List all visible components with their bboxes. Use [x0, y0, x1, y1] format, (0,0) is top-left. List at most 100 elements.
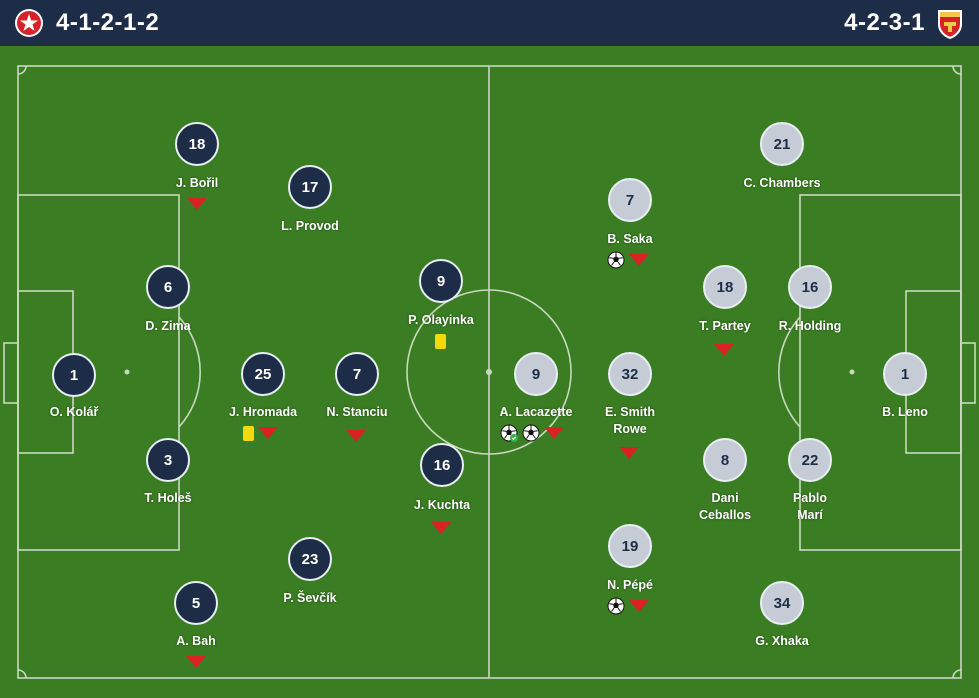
player-name: J. Bořil — [175, 176, 219, 190]
away-player[interactable]: 9 — [476, 352, 596, 396]
player-number: 5 — [174, 581, 218, 625]
player-name: J. Hromada — [228, 405, 298, 419]
arsenal-crest-icon — [935, 8, 965, 39]
player-events — [500, 423, 564, 443]
away-player[interactable]: 34 — [722, 581, 842, 625]
player-name: Dani Ceballos — [655, 490, 795, 524]
home-player[interactable]: 7 — [297, 352, 417, 396]
home-player[interactable]: 23 — [250, 537, 370, 581]
player-number: 34 — [760, 581, 804, 625]
player-events — [346, 426, 366, 446]
away-player[interactable]: 32 — [570, 352, 690, 396]
player-name: P. Olayinka — [408, 313, 474, 327]
player-number: 16 — [788, 265, 832, 309]
player-number: 9 — [514, 352, 558, 396]
home-player[interactable]: 1 — [14, 353, 134, 397]
player-number: 22 — [788, 438, 832, 482]
home-player[interactable]: 6 — [108, 265, 228, 309]
player-name-line: Rowe — [613, 422, 647, 436]
player-number: 18 — [703, 265, 747, 309]
player-name: A. Bah — [176, 634, 216, 648]
substitution-arrow-icon — [714, 344, 734, 356]
player-number: 18 — [175, 122, 219, 166]
player-events — [607, 250, 649, 270]
player-events — [431, 518, 451, 538]
player-name: G. Xhaka — [755, 634, 809, 648]
away-player[interactable]: 1 — [845, 352, 965, 396]
player-events — [607, 596, 649, 616]
player-number: 19 — [608, 524, 652, 568]
player-number: 9 — [419, 259, 463, 303]
player-name: T. Holeš — [144, 491, 192, 505]
player-events — [435, 331, 446, 351]
home-player[interactable]: 5 — [136, 581, 256, 625]
player-name: R. Holding — [778, 319, 842, 333]
player-number: 7 — [335, 352, 379, 396]
home-player[interactable]: 9 — [381, 259, 501, 303]
player-number: 3 — [146, 438, 190, 482]
substitution-arrow-icon — [346, 430, 366, 442]
player-number: 25 — [241, 352, 285, 396]
away-player[interactable]: 21 — [722, 122, 842, 166]
away-player[interactable]: 19 — [570, 524, 690, 568]
yellow-card-icon — [435, 333, 446, 349]
player-number: 16 — [420, 443, 464, 487]
away-player[interactable]: 8 — [665, 438, 785, 482]
player-name: E. Smith Rowe — [560, 404, 700, 438]
away-player[interactable]: 16 — [750, 265, 870, 309]
player-events — [243, 423, 278, 443]
home-player[interactable]: 18 — [137, 122, 257, 166]
player-number: 6 — [146, 265, 190, 309]
player-name-line: Dani — [711, 491, 739, 505]
home-player[interactable]: 17 — [250, 165, 370, 209]
player-number: 1 — [883, 352, 927, 396]
player-number: 23 — [288, 537, 332, 581]
player-number: 21 — [760, 122, 804, 166]
player-number: 7 — [608, 178, 652, 222]
football-pitch: 1 O. Kolář 18 J. Bořil 6 D. Zima 3 T. Ho… — [0, 46, 979, 698]
player-name-line: E. Smith — [604, 405, 655, 419]
away-player[interactable]: 7 — [570, 178, 690, 222]
player-name: N. Stanciu — [326, 405, 388, 419]
player-name-line: Pablo — [792, 491, 828, 505]
player-name: C. Chambers — [743, 176, 821, 190]
player-number: 17 — [288, 165, 332, 209]
substitution-arrow-icon — [431, 522, 451, 534]
home-player[interactable]: 16 — [382, 443, 502, 487]
player-name: A. Lacazette — [499, 405, 573, 419]
goal-ball-icon — [607, 597, 625, 615]
substitution-arrow-icon — [544, 427, 564, 439]
player-name: B. Saka — [607, 232, 653, 246]
yellow-card-icon — [243, 425, 254, 441]
home-player[interactable]: 25 — [203, 352, 323, 396]
substitution-arrow-icon — [258, 427, 278, 439]
player-name: P. Ševčík — [283, 591, 337, 605]
player-events — [619, 443, 639, 463]
goal-ball-icon — [607, 251, 625, 269]
substitution-arrow-icon — [187, 198, 207, 210]
player-name-line: Ceballos — [698, 508, 752, 522]
slavia-praha-crest-icon — [14, 8, 44, 38]
substitution-arrow-icon — [186, 656, 206, 668]
player-name: Pablo Marí — [740, 490, 880, 524]
home-formation: 4-1-2-1-2 — [56, 9, 160, 36]
match-lineup-header: 4-1-2-1-2 4-2-3-1 — [0, 0, 979, 46]
player-name: L. Provod — [281, 219, 339, 233]
away-player[interactable]: 18 — [665, 265, 785, 309]
goal-ball-icon — [500, 424, 518, 442]
home-player[interactable]: 3 — [108, 438, 228, 482]
away-player[interactable]: 22 — [750, 438, 870, 482]
player-name-line: Marí — [797, 508, 823, 522]
player-name: T. Partey — [699, 319, 751, 333]
player-events — [186, 652, 206, 672]
goal-ball-icon — [522, 424, 540, 442]
player-number: 1 — [52, 353, 96, 397]
substitution-arrow-icon — [629, 600, 649, 612]
player-events — [187, 194, 207, 214]
player-number: 32 — [608, 352, 652, 396]
player-name: N. Pépé — [607, 578, 653, 592]
player-name: J. Kuchta — [413, 498, 471, 512]
player-number: 8 — [703, 438, 747, 482]
player-name: D. Zima — [145, 319, 191, 333]
away-formation: 4-2-3-1 — [844, 9, 925, 36]
